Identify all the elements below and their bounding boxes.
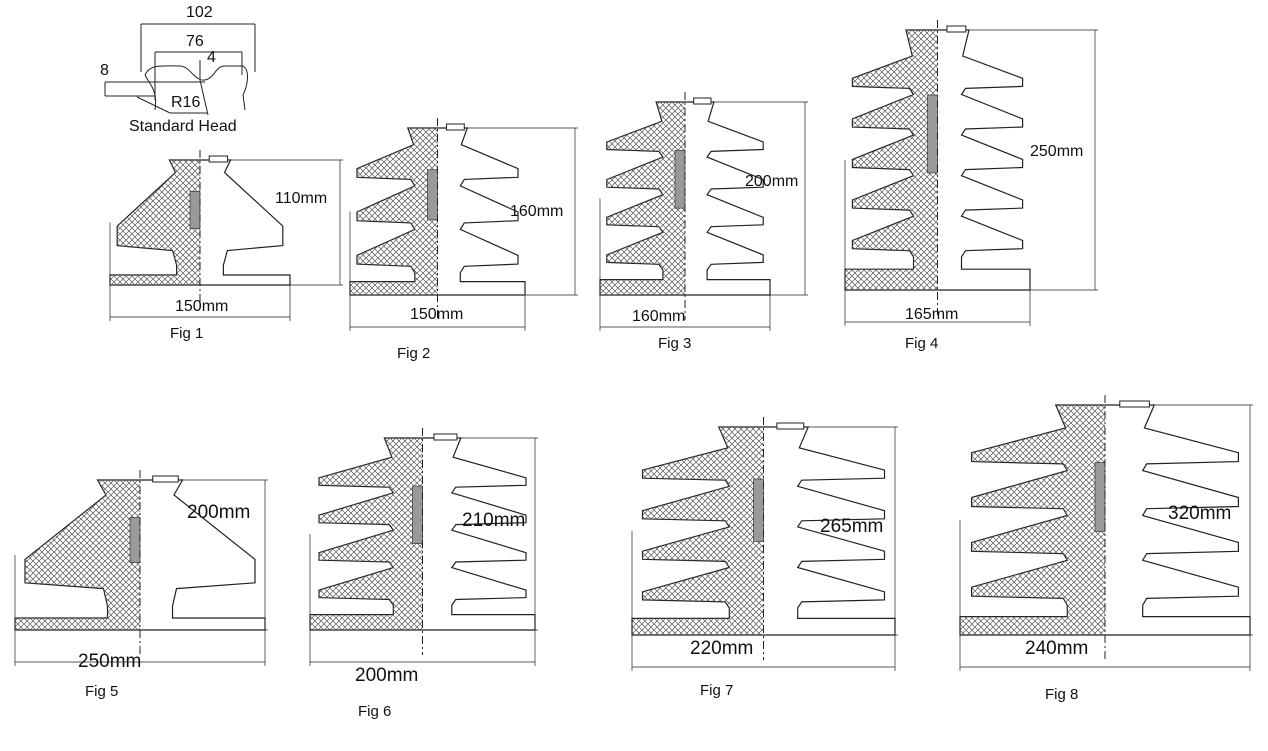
dim-r16: R16 — [171, 94, 201, 111]
fig-5-width-label: 250mm — [78, 651, 142, 672]
fig-8-fig-label: Fig 8 — [1045, 686, 1079, 703]
dim-8: 8 — [100, 62, 109, 79]
insulator-fig-5 — [14, 470, 268, 666]
fig-7-height-label: 265mm — [820, 516, 884, 537]
fig-2-height-label: 160mm — [510, 203, 564, 220]
fig-3-width-label: 160mm — [632, 308, 686, 325]
fig-2-width-label: 150mm — [410, 306, 464, 323]
fig-6-fig-label: Fig 6 — [358, 703, 392, 720]
insulator-fig-8 — [959, 395, 1253, 671]
fig-3-height-label: 200mm — [745, 173, 799, 190]
fig-5-fig-label: Fig 5 — [85, 683, 119, 700]
dim-76: 76 — [186, 33, 204, 50]
standard-head-drawing — [104, 23, 256, 116]
fig-3-fig-label: Fig 3 — [658, 335, 692, 352]
fig-1-height-label: 110mm — [275, 190, 328, 207]
fig-6-width-label: 200mm — [355, 665, 419, 686]
fig-6-height-label: 210mm — [462, 510, 526, 531]
insulator-fig-2 — [349, 118, 578, 331]
insulator-fig-1 — [109, 150, 343, 321]
insulator-fig-4 — [844, 20, 1098, 326]
fig-8-width-label: 240mm — [1025, 638, 1089, 659]
insulator-fig-3 — [599, 92, 808, 331]
insulator-fig-6 — [309, 428, 538, 666]
insulator-fig-7 — [631, 417, 898, 671]
dim-4: 4 — [207, 49, 216, 66]
fig-4-width-label: 165mm — [905, 306, 959, 323]
standard-head-title: Standard Head — [129, 118, 237, 135]
fig-1-fig-label: Fig 1 — [170, 325, 204, 342]
fig-4-height-label: 250mm — [1030, 143, 1084, 160]
fig-1-width-label: 150mm — [175, 298, 229, 315]
fig-2-fig-label: Fig 2 — [397, 345, 431, 362]
fig-7-fig-label: Fig 7 — [700, 682, 734, 699]
fig-4-fig-label: Fig 4 — [905, 335, 939, 352]
fig-8-height-label: 320mm — [1168, 503, 1232, 524]
fig-7-width-label: 220mm — [690, 638, 754, 659]
dim-102: 102 — [186, 4, 213, 21]
fig-5-height-label: 200mm — [187, 502, 251, 523]
